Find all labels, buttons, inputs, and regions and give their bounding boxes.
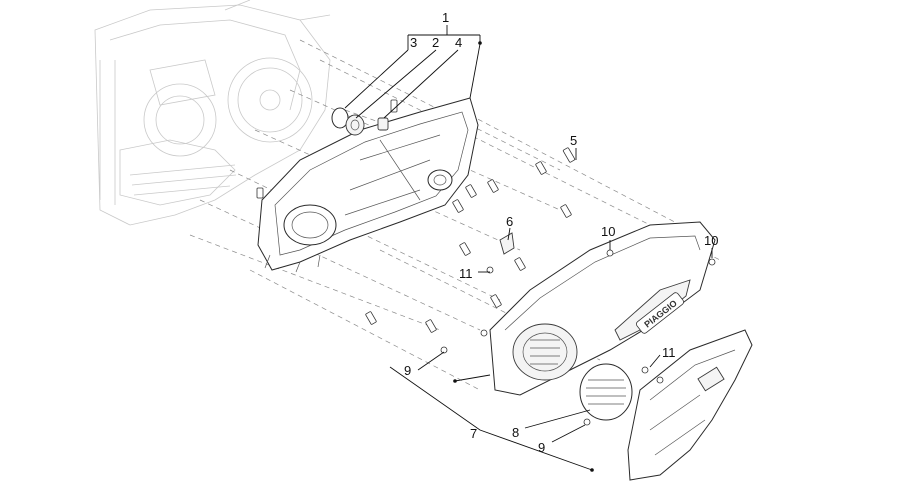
callout-3: 3 <box>410 35 417 50</box>
callout-labels: 1 2 3 4 5 6 7 8 9 9 10 10 11 11 <box>404 10 718 455</box>
callout-2: 2 <box>432 35 439 50</box>
inner-transmission-cover <box>257 97 479 273</box>
callout-10-center: 10 <box>601 224 615 239</box>
callout-4: 4 <box>455 35 462 50</box>
leader-lines <box>344 25 713 472</box>
fasteners <box>256 99 716 426</box>
callout-11-center: 11 <box>459 266 473 281</box>
callout-6: 6 <box>506 214 513 229</box>
seal-and-circlip <box>331 107 389 136</box>
callout-8: 8 <box>512 425 519 440</box>
callout-10-right: 10 <box>704 233 718 248</box>
callout-9-bottom: 9 <box>538 440 545 455</box>
callout-7: 7 <box>470 426 477 441</box>
intake-grille <box>579 363 633 421</box>
callout-9-left: 9 <box>404 363 411 378</box>
engine-assembly-background <box>94 0 331 226</box>
callout-1: 1 <box>442 10 449 25</box>
callout-5: 5 <box>570 133 577 148</box>
callout-11-right: 11 <box>662 345 676 360</box>
side-panel <box>627 329 753 481</box>
